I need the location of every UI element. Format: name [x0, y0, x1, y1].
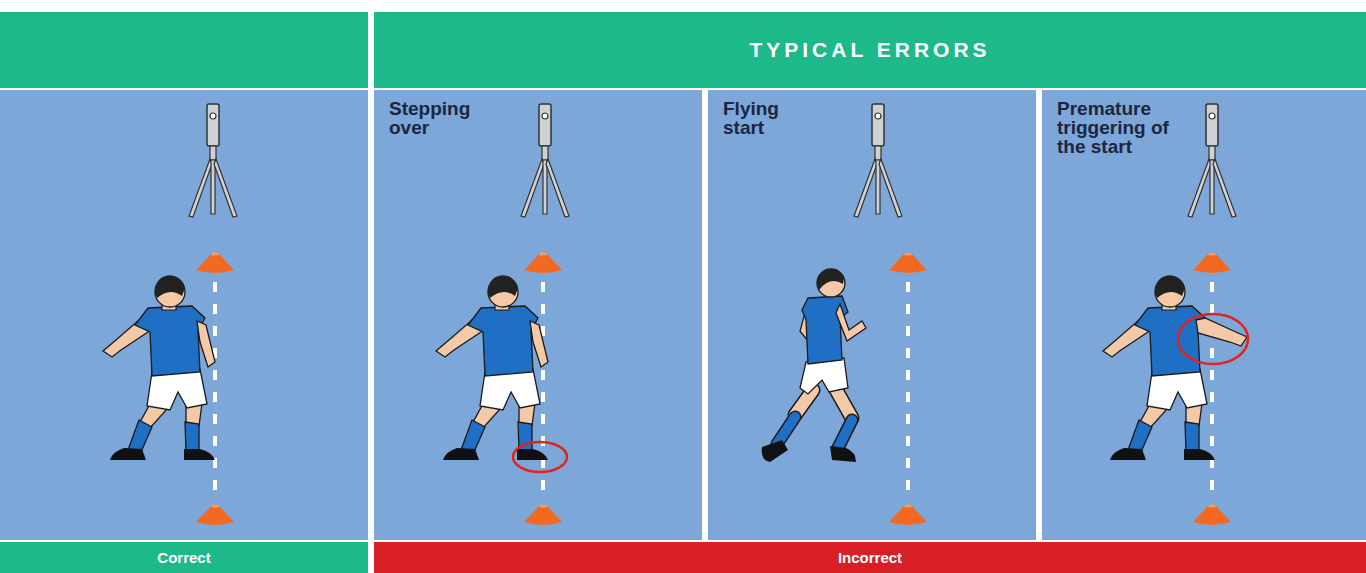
status-bar: Correct [0, 542, 368, 573]
player-sock-outline [838, 420, 852, 448]
player-shoe [762, 440, 788, 462]
player-crouch [436, 275, 548, 460]
player-shirt [802, 296, 848, 364]
player-crouch [1103, 275, 1215, 460]
player-hair [817, 269, 844, 290]
header-cell [0, 12, 368, 88]
marker-cone [889, 505, 927, 526]
start-line [906, 282, 910, 500]
error-label: Flying start [723, 99, 823, 137]
status-label: Incorrect [838, 549, 902, 566]
correct-panel [0, 90, 368, 540]
marker-cone [1193, 505, 1231, 526]
status-label: Correct [157, 549, 210, 566]
camera-tripod [1188, 104, 1236, 217]
player-running [762, 269, 866, 462]
start-line [213, 282, 217, 500]
marker-cone [196, 505, 234, 526]
player-thigh [795, 390, 813, 415]
player-sock-outline [777, 417, 795, 444]
start-line [541, 282, 545, 500]
start-line [1210, 282, 1214, 500]
player-sock [777, 417, 795, 444]
player-thigh-outline [795, 390, 813, 415]
header-title: TYPICAL ERRORS [749, 38, 990, 62]
error-highlight [1178, 314, 1248, 364]
marker-cone [524, 253, 562, 274]
error-label: Stepping over [389, 99, 489, 137]
player-arm [836, 304, 866, 341]
camera-tripod [189, 104, 237, 217]
player-sock [838, 420, 852, 448]
player-thigh-outline [835, 388, 852, 418]
player-arm [800, 302, 818, 346]
player-arm [1196, 318, 1247, 346]
player-head [817, 269, 845, 297]
player-arm [530, 321, 548, 367]
error-panel: Stepping over [374, 90, 702, 540]
error-panel: Flying start [708, 90, 1036, 540]
marker-cone [1193, 253, 1231, 274]
status-bar: Incorrect [374, 542, 1366, 573]
player-crouch [103, 275, 215, 460]
player-shorts [800, 358, 848, 394]
header-band: TYPICAL ERRORS [374, 12, 1366, 88]
marker-cone [196, 253, 234, 274]
player-arm [197, 321, 215, 367]
camera-tripod [521, 104, 569, 217]
camera-tripod [854, 104, 902, 217]
player-shoe [830, 446, 856, 462]
error-highlight [513, 442, 567, 472]
error-label: Premature triggering of the start [1057, 99, 1175, 156]
marker-cone [524, 505, 562, 526]
player-thigh [835, 388, 852, 418]
error-panel: Premature triggering of the start [1042, 90, 1366, 540]
marker-cone [889, 253, 927, 274]
